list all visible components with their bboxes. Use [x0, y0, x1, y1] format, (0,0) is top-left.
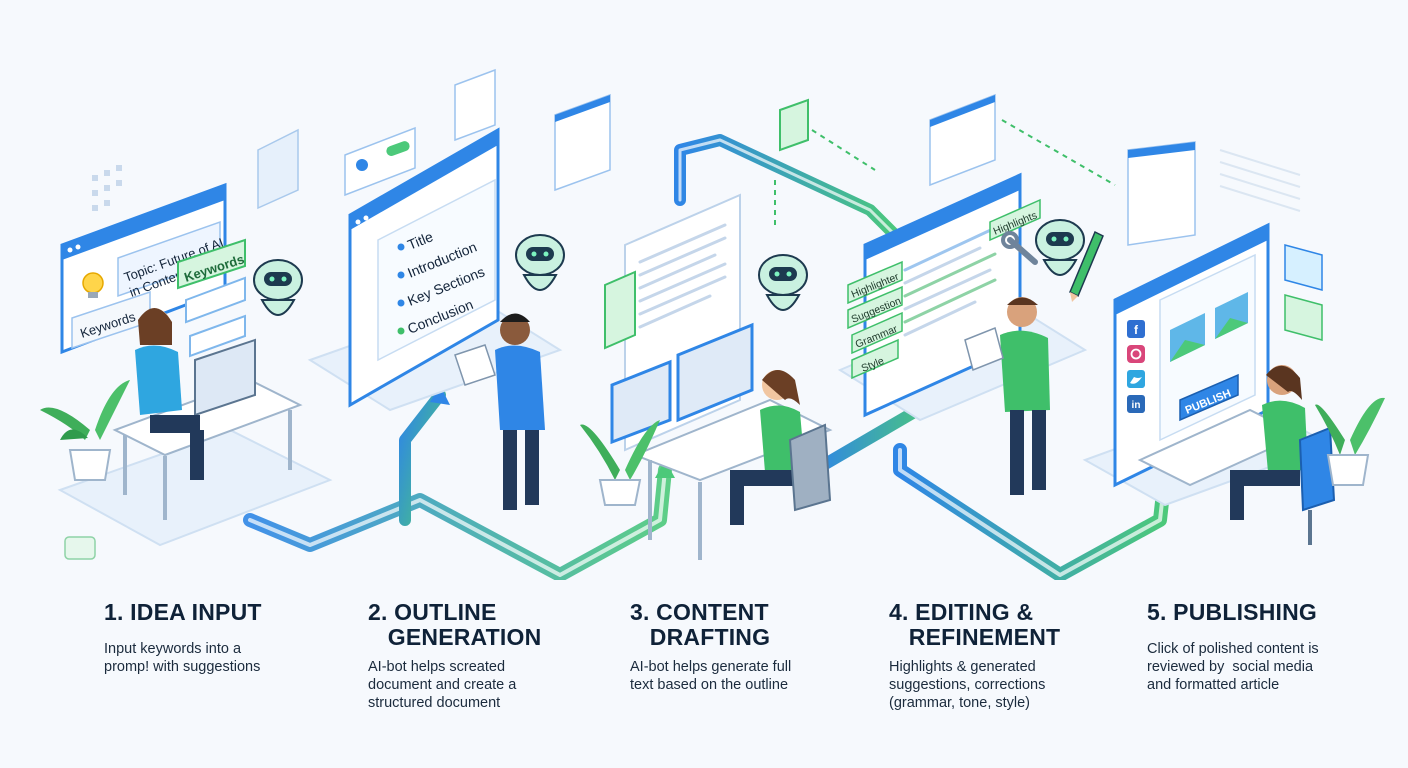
step5-heading: 5. PUBLISHING [1147, 599, 1318, 625]
flow-path [243, 134, 1172, 580]
step1-scene: Topic: Future of AI in Content Keywords … [40, 128, 333, 560]
facebook-icon [1127, 320, 1145, 338]
step2-description: AI-bot helps screated document and creat… [368, 659, 517, 711]
robot-assistant-icon [515, 234, 565, 291]
robot-assistant-icon [1035, 219, 1085, 276]
outline-screen: Title Introduction Key Sections Conclusi… [348, 127, 500, 408]
person-outline [454, 313, 545, 510]
idea-input-screen: Topic: Future of AI in Content Keywords [60, 182, 227, 355]
plant-icon [1315, 397, 1385, 486]
workflow-illustration: Topic: Future of AI in Content Keywords … [40, 68, 1385, 580]
social-icons: f in [1127, 320, 1145, 413]
robot-assistant-icon [253, 259, 303, 316]
person-idea-input [135, 307, 204, 480]
step3-description: AI-bot helps generate full text based on… [630, 659, 792, 693]
linkedin-icon [1127, 395, 1145, 413]
person-publishing [1230, 365, 1336, 545]
step2-heading: 2. OUTLINE GENERATION [368, 599, 542, 650]
outline-list [397, 243, 405, 335]
step5-scene: f in PUBLISH [1082, 141, 1385, 545]
pencil-icon [1069, 230, 1104, 302]
step2-scene: Title Introduction Key Sections Conclusi… [307, 68, 611, 510]
step4-heading: 4. EDITING & REFINEMENT [889, 599, 1061, 650]
person-editing [964, 297, 1050, 495]
plant-icon [580, 420, 660, 506]
step4-description: Highlights & generated suggestions, corr… [889, 659, 1046, 711]
instagram-icon [1127, 345, 1145, 363]
step1-heading: 1. IDEA INPUT [104, 599, 262, 625]
person-drafting [730, 370, 832, 525]
svg-text:f: f [1134, 323, 1139, 337]
step1-description: Input keywords into a promp! with sugges… [104, 641, 261, 675]
robot-assistant-icon [758, 254, 808, 311]
lightbulb-icon [82, 272, 104, 294]
step3-scene [580, 98, 833, 560]
step4-scene: Highlighter Suggestion Grammar Style Hig… [837, 93, 1104, 495]
decorative-dots [92, 165, 122, 211]
plant-icon [40, 380, 130, 481]
wrench-icon [1001, 231, 1038, 265]
step5-description: Click of polished content is reviewed by… [1147, 641, 1319, 693]
dashed-connectors [774, 119, 1116, 230]
step3-heading: 3. CONTENT DRAFTING [630, 599, 771, 650]
svg-text:in: in [1132, 400, 1141, 411]
